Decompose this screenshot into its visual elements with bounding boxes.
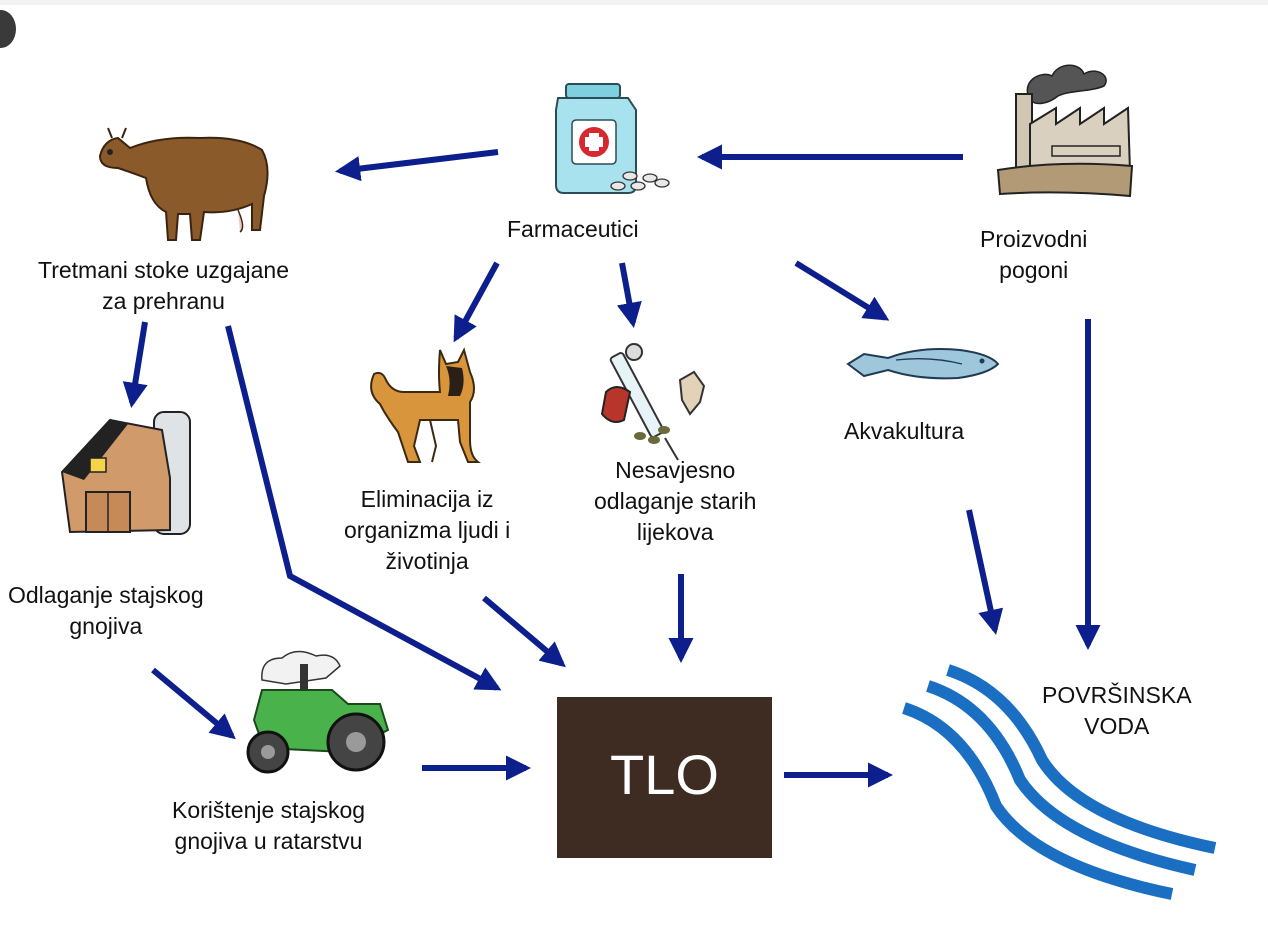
label-tretmani-stoke: Tretmani stoke uzgajane za prehranu: [38, 255, 289, 317]
tlo-box: [557, 697, 772, 858]
label-proizvodni-pogoni: Proizvodni pogoni: [980, 224, 1087, 286]
label-odlaganje-gnojiva: Odlaganje stajskog gnojiva: [8, 580, 204, 642]
label-line: Korištenje stajskog: [172, 797, 366, 823]
label-line: Nesavjesno: [615, 457, 736, 483]
arrow-odlaganje-to-tractor: [151, 667, 236, 740]
label-line: Eliminacija iz: [360, 486, 494, 512]
label-line: Proizvodni: [980, 226, 1088, 252]
arrow-farm-to-cow: [334, 149, 499, 182]
arrow-cow-to-tlo: [225, 325, 502, 691]
label-line: gnojiva: [69, 613, 143, 639]
arrow-farm-to-syringe: [616, 262, 642, 328]
water-waves-icon: [902, 664, 1217, 900]
label-line: POVRŠINSKA: [1042, 682, 1192, 708]
label-line: životinja: [385, 548, 469, 574]
arrow-dog-to-tlo: [482, 595, 566, 668]
label-line: pogoni: [999, 257, 1069, 283]
label-eliminacija: Eliminacija iz organizma ljudi i životin…: [344, 484, 510, 577]
label-line: Tretmani stoke uzgajane: [38, 257, 290, 283]
arrow-cow-to-barn: [122, 321, 148, 408]
label-farmaceutici: Farmaceutici: [507, 216, 639, 242]
label-nesavjesno: Nesavjesno odlaganje starih lijekova: [594, 455, 756, 548]
medicine-bottle-icon: [555, 83, 670, 194]
barn-icon: [60, 411, 191, 535]
label-line: lijekova: [636, 519, 714, 545]
label-line: za prehranu: [102, 288, 225, 314]
label-line: VODA: [1084, 713, 1150, 739]
top-strip: [0, 0, 1268, 5]
label-koristenje-gnojiva: Korištenje stajskog gnojiva u ratarstvu: [172, 795, 365, 857]
cow-icon: [98, 127, 269, 241]
fish-icon: [846, 348, 1000, 380]
dog-icon: [370, 347, 481, 463]
factory-icon: [996, 64, 1134, 198]
label-line: odlaganje starih: [594, 488, 757, 514]
arrow-farm-to-fish: [794, 260, 890, 321]
tractor-icon: [246, 650, 390, 774]
arrows: [122, 144, 1101, 788]
arrow-farm-to-dog: [453, 261, 500, 343]
label-line: gnojiva u ratarstvu: [174, 828, 363, 854]
label-akvakultura: Akvakultura: [844, 418, 965, 444]
syringe-icon: [600, 343, 706, 461]
label-line: Odlaganje stajskog: [8, 582, 204, 608]
arrow-fish-to-water: [966, 509, 1004, 635]
label-line: organizma ljudi i: [344, 517, 511, 543]
label-povrsinska-voda: POVRŠINSKA VODA: [1042, 680, 1192, 742]
label-tlo: TLO: [610, 743, 719, 806]
corner-shadow: [0, 10, 16, 48]
